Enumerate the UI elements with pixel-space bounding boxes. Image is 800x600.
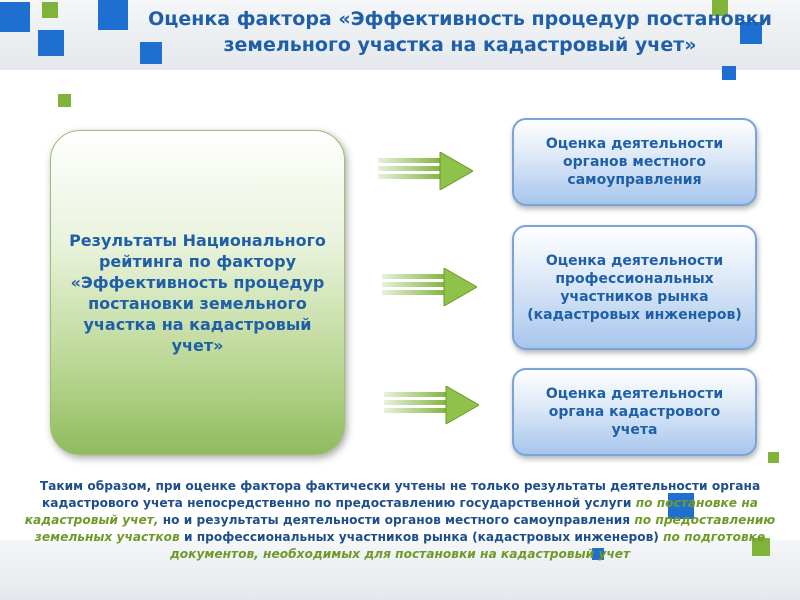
local-government-box: Оценка деятельности органов местного сам… <box>512 118 757 206</box>
decor-square <box>38 30 64 56</box>
summary-highlight: по постановке на кадастровый учет, <box>24 496 758 527</box>
decor-square <box>0 2 30 32</box>
cadastral-engineers-text: Оценка деятельности профессиональных уча… <box>527 252 742 323</box>
decor-square <box>722 66 736 80</box>
summary-highlight: по подготовке документов, необходимых дл… <box>169 530 766 561</box>
decor-square <box>42 2 58 18</box>
page-title: Оценка фактора «Эффективность процедур п… <box>148 8 772 56</box>
footer-band <box>0 540 800 600</box>
decor-square <box>740 22 762 44</box>
local-government-text: Оценка деятельности органов местного сам… <box>545 136 724 188</box>
decor-square <box>140 42 162 64</box>
summary-highlight: по предоставлению земельных участков <box>34 513 776 544</box>
decor-square <box>752 538 770 556</box>
summary-text: и профессиональных участников рынка (кад… <box>179 530 664 544</box>
cadastral-authority-text: Оценка деятельности органа кадастрового … <box>545 386 724 438</box>
summary-paragraph: Таким образом, при оценке фактора фактич… <box>22 478 778 563</box>
cadastral-engineers-box: Оценка деятельности профессиональных уча… <box>512 225 757 350</box>
double-arrow-right-icon <box>378 152 473 190</box>
decor-square <box>592 548 604 560</box>
rating-results-box: Результаты Национального рейтинга по фак… <box>50 130 345 455</box>
decor-square <box>768 452 779 463</box>
summary-text: Таким образом, при оценке фактора фактич… <box>39 479 761 510</box>
cadastral-authority-box: Оценка деятельности органа кадастрового … <box>512 368 757 456</box>
decor-square <box>58 94 71 107</box>
decor-square <box>712 0 728 16</box>
decor-square <box>98 0 128 30</box>
rating-results-text: Результаты Национального рейтинга по фак… <box>69 230 326 355</box>
double-arrow-right-icon <box>384 386 479 424</box>
double-arrow-right-icon <box>382 268 477 306</box>
summary-text: но и результаты деятельности органов мес… <box>158 513 635 527</box>
header-band <box>0 0 800 70</box>
decor-square <box>668 493 694 519</box>
